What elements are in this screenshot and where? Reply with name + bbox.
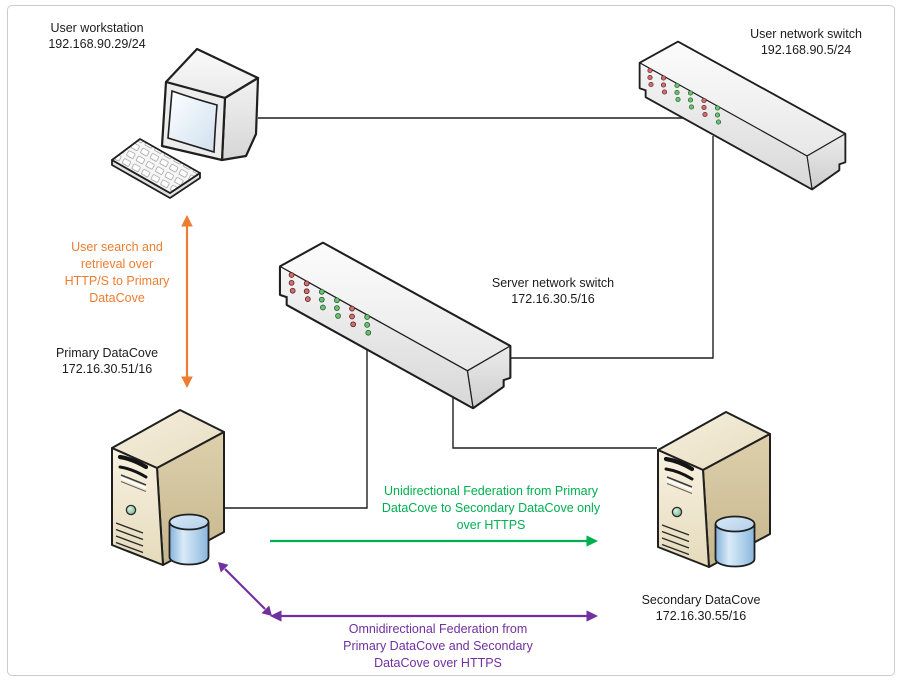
secondary-datacove-label: Secondary DataCove 172.16.30.55/16	[642, 592, 761, 624]
unidirectional-federation-note: Unidirectional Federation from Primary D…	[382, 483, 600, 534]
link-server-switch-to-secondary-datacove	[452, 398, 657, 449]
note-line: retrieval over	[80, 257, 154, 271]
user-search-arrow	[181, 215, 193, 388]
note-line: over HTTPS	[456, 518, 526, 532]
node-ip: 172.16.30.55/16	[655, 609, 747, 623]
link-server-switch-to-primary-datacove	[225, 350, 368, 509]
node-name: Server network switch	[491, 276, 615, 290]
note-line: Unidirectional Federation from Primary	[384, 484, 598, 498]
user-network-switch-label: User network switch 192.168.90.5/24	[750, 26, 862, 58]
user-workstation-label: User workstation 192.168.90.29/24	[48, 20, 145, 52]
diagram-border	[7, 5, 895, 676]
user-network-switch-icon	[638, 40, 847, 191]
node-name: Secondary DataCove	[641, 593, 761, 607]
user-workstation-icon	[110, 47, 260, 200]
node-ip: 192.168.90.5/24	[760, 43, 852, 57]
note-line: Omnidirectional Federation from	[348, 622, 528, 636]
node-name: Primary DataCove	[55, 346, 159, 360]
node-name: User network switch	[750, 27, 862, 41]
server-network-switch-label: Server network switch 172.16.30.5/16	[492, 275, 614, 307]
user-search-note: User search and retrieval over HTTP/S to…	[65, 239, 170, 307]
primary-datacove-label: Primary DataCove 172.16.30.51/16	[56, 345, 158, 377]
node-ip: 172.16.30.51/16	[61, 362, 153, 376]
note-line: User search and	[71, 240, 163, 254]
note-line: DataCove over HTTPS	[374, 656, 502, 670]
unidirectional-federation-arrow	[270, 535, 598, 547]
secondary-datacove-icon	[658, 412, 770, 567]
omnidirectional-federation-arrow	[218, 562, 598, 622]
node-ip: 172.16.30.5/16	[511, 292, 595, 306]
note-line: DataCove to Secondary DataCove only	[381, 501, 601, 515]
link-user-switch-to-server-switch	[510, 136, 714, 359]
node-name: User workstation	[50, 21, 144, 35]
omnidirectional-federation-note: Omnidirectional Federation from Primary …	[343, 621, 533, 672]
node-ip: 192.168.90.29/24	[48, 37, 146, 51]
primary-datacove-icon	[112, 410, 224, 565]
note-line: DataCove	[89, 291, 145, 305]
note-line: Primary DataCove and Secondary	[343, 639, 533, 653]
server-network-switch-icon	[278, 241, 512, 410]
note-line: HTTP/S to Primary	[64, 274, 170, 288]
